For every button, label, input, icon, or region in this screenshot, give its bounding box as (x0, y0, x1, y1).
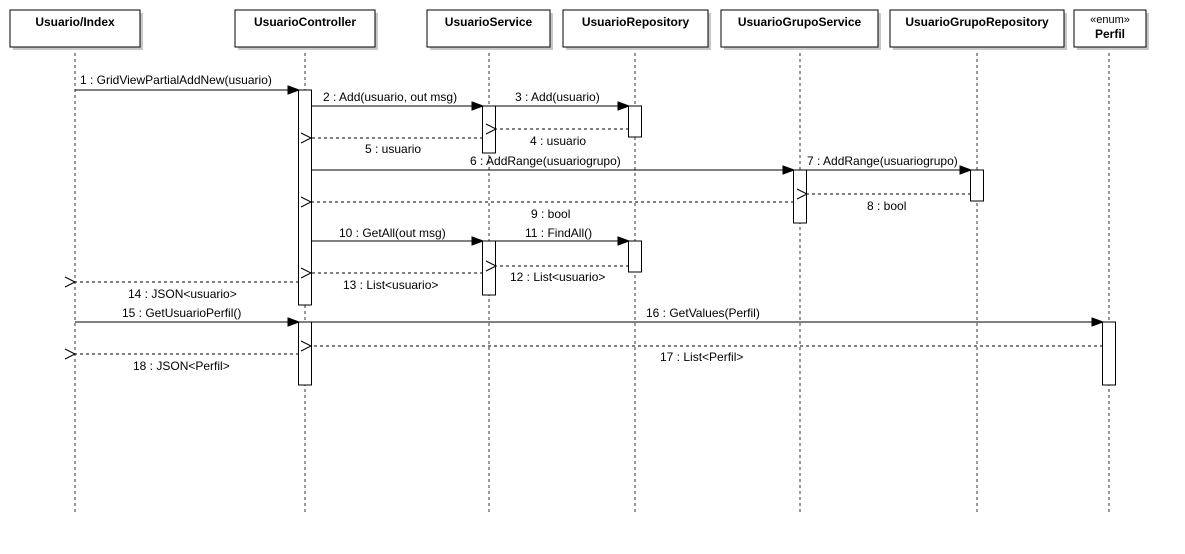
lifeline-header-box (426, 9, 551, 48)
return-message-5: 5 : usuario (300, 132, 483, 156)
lifeline-title: Perfil (1095, 27, 1125, 41)
lifeline-header-box (234, 9, 376, 48)
message-label: 15 : GetUsuarioPerfil() (122, 306, 241, 320)
call-message-10: 10 : GetAll(out msg) (311, 226, 485, 246)
open-arrowhead (485, 123, 498, 135)
return-message-17: 17 : List<Perfil> (300, 340, 1103, 364)
open-arrowhead (64, 276, 77, 288)
return-message-18: 18 : JSON<Perfil> (64, 348, 299, 373)
filled-arrowhead (959, 165, 973, 175)
filled-arrowhead (1091, 317, 1105, 327)
return-message-9: 9 : bool (300, 196, 794, 221)
activation-bar (1102, 321, 1116, 386)
message-label: 18 : JSON<Perfil> (133, 359, 230, 373)
lifeline-header-box (889, 9, 1065, 48)
message-label: 4 : usuario (530, 134, 586, 148)
activation-bar (628, 240, 642, 273)
lifeline-usuario-index: Usuario/Index (9, 9, 143, 515)
lifeline-header-box (562, 9, 709, 48)
lifelines: Usuario/Index UsuarioController UsuarioSer… (9, 9, 1149, 515)
open-arrowhead (485, 260, 498, 272)
lifeline-title: Usuario/Index (35, 15, 115, 29)
message-label: 14 : JSON<usuario> (128, 287, 237, 301)
call-message-3: 3 : Add(usuario) (496, 90, 631, 111)
lifeline-title: UsuarioController (254, 15, 356, 29)
lifeline-title: UsuarioGrupoService (738, 15, 862, 29)
return-message-13: 13 : List<usuario> (300, 267, 483, 292)
call-message-2: 2 : Add(usuario, out msg) (311, 90, 485, 111)
message-label: 7 : AddRange(usuariogrupo) (807, 154, 958, 168)
message-label: 1 : GridViewPartialAddNew(usuario) (80, 73, 272, 87)
lifeline-header-box (1073, 9, 1147, 48)
lifeline-title: UsuarioRepository (582, 15, 690, 29)
call-message-16: 16 : GetValues(Perfil) (311, 306, 1105, 327)
activation-bars (298, 89, 1116, 386)
message-label: 13 : List<usuario> (343, 278, 438, 292)
activation-bar (482, 240, 496, 296)
call-message-1: 1 : GridViewPartialAddNew(usuario) (75, 73, 301, 95)
lifeline-title: UsuarioService (445, 15, 533, 29)
lifeline-perfil: «enum»Perfil (1073, 9, 1149, 515)
lifeline-header-box (9, 9, 141, 48)
activation-bar (970, 169, 984, 202)
filled-arrowhead (471, 236, 485, 246)
filled-arrowhead (287, 317, 301, 327)
lifeline-usuario-grupo-repository: UsuarioGrupoRepository (889, 9, 1067, 515)
lifeline-usuario-grupo-service: UsuarioGrupoService (720, 9, 881, 515)
call-message-15: 15 : GetUsuarioPerfil() (75, 306, 301, 327)
lifeline-header-box (720, 9, 879, 48)
activation-bar (298, 321, 312, 386)
open-arrowhead (300, 340, 313, 352)
activation-bar (628, 105, 642, 138)
open-arrowhead (300, 196, 313, 208)
lifeline-stereotype: «enum» (1090, 14, 1130, 26)
message-label: 3 : Add(usuario) (515, 90, 600, 104)
filled-arrowhead (617, 236, 631, 246)
lifeline-usuario-service: UsuarioService (426, 9, 553, 515)
message-label: 10 : GetAll(out msg) (339, 226, 446, 240)
message-label: 6 : AddRange(usuariogrupo) (470, 154, 621, 168)
activation-bar (482, 105, 496, 154)
message-label: 5 : usuario (365, 142, 421, 156)
return-message-8: 8 : bool (796, 188, 971, 213)
message-label: 8 : bool (867, 199, 906, 213)
return-message-4: 4 : usuario (485, 123, 629, 148)
call-message-6: 6 : AddRange(usuariogrupo) (311, 154, 796, 175)
filled-arrowhead (617, 101, 631, 111)
filled-arrowhead (782, 165, 796, 175)
open-arrowhead (796, 188, 809, 200)
message-label: 16 : GetValues(Perfil) (646, 306, 760, 320)
filled-arrowhead (471, 101, 485, 111)
open-arrowhead (300, 132, 313, 144)
lifeline-title: UsuarioGrupoRepository (905, 15, 1049, 29)
message-label: 2 : Add(usuario, out msg) (323, 90, 457, 104)
activation-bar (793, 169, 807, 224)
message-label: 17 : List<Perfil> (660, 350, 743, 364)
message-label: 12 : List<usuario> (510, 270, 605, 284)
return-message-14: 14 : JSON<usuario> (64, 276, 299, 301)
messages: 1 : GridViewPartialAddNew(usuario) 2 : Ad… (64, 73, 1105, 373)
call-message-11: 11 : FindAll() (496, 226, 631, 246)
message-label: 11 : FindAll() (525, 226, 592, 240)
open-arrowhead (300, 267, 313, 279)
filled-arrowhead (287, 85, 301, 95)
call-message-7: 7 : AddRange(usuariogrupo) (807, 154, 973, 175)
open-arrowhead (64, 348, 77, 360)
message-label: 9 : bool (531, 207, 570, 221)
activation-bar (298, 89, 312, 306)
return-message-12: 12 : List<usuario> (485, 260, 629, 284)
